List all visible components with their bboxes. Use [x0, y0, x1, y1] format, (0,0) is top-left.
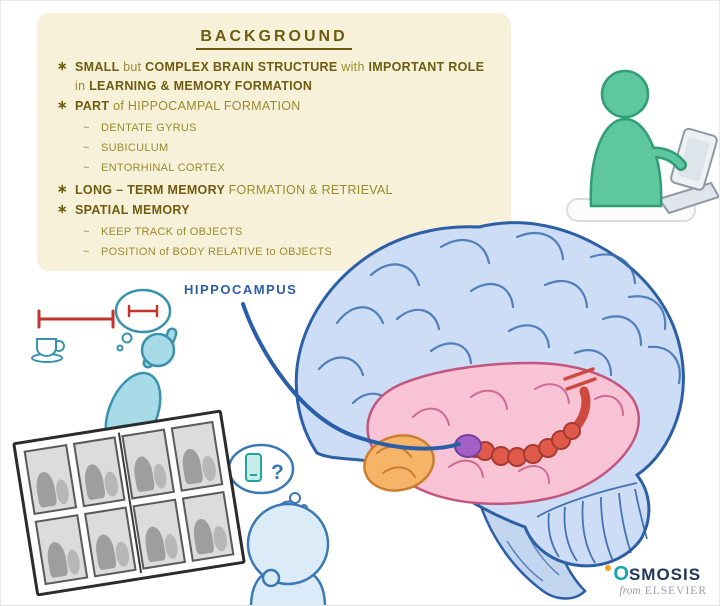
text-segment: KEEP TRACK of OBJECTS — [101, 225, 243, 238]
osmosis-o-icon: O — [613, 563, 629, 585]
photo-thumbnail — [83, 506, 137, 578]
background-items: ∗SMALL but COMPLEX BRAIN STRUCTURE with … — [37, 59, 511, 260]
thought-measure-icon — [127, 304, 159, 318]
text-segment: in — [75, 78, 90, 93]
background-title-wrap: BACKGROUND — [37, 28, 511, 50]
tilde-bullet: ~ — [83, 246, 90, 259]
text-segment: ENTORHINAL CORTEX — [101, 162, 226, 175]
tilde-bullet: ~ — [83, 121, 90, 134]
cup-icon — [31, 338, 65, 363]
green-character-head — [600, 69, 650, 119]
photo-thumbnail — [23, 444, 77, 516]
photo-thumbnail — [72, 436, 126, 508]
text-segment: SPATIAL MEMORY — [75, 203, 190, 218]
text-segment: but — [123, 60, 146, 74]
text-segment: FORMATION & RETRIEVAL — [228, 182, 393, 197]
background-subitem: ~ DENTATE GYRUS — [55, 121, 497, 136]
osmosis-wordmark-text: SMOSIS — [628, 564, 702, 584]
asterisk-bullet: ∗ — [57, 181, 68, 196]
text-segment: PART — [75, 99, 114, 113]
background-item: ∗SMALL but COMPLEX BRAIN STRUCTURE with … — [55, 59, 497, 77]
text-segment: SMALL — [75, 60, 124, 74]
background-item: ∗ SPATIAL MEMORY — [55, 202, 497, 220]
distance-measure-line — [37, 309, 115, 329]
text-segment: LONG – TERM MEMORY — [75, 182, 229, 197]
background-subitem: ~ ENTORHINAL CORTEX — [55, 161, 497, 176]
hippocampus-pointer-line — [241, 302, 461, 451]
background-item: ∗ LONG – TERM MEMORY FORMATION & RETRIEVA… — [55, 182, 497, 200]
text-segment: SUBICULUM — [101, 141, 169, 154]
background-subitem: ~ KEEP TRACK of OBJECTS — [55, 225, 497, 240]
asterisk-bullet: ∗ — [57, 59, 68, 73]
temporal-lobe-region — [366, 361, 640, 506]
text-segment: IMPORTANT ROLE — [368, 60, 485, 74]
tagline-from: from — [619, 585, 641, 597]
text-segment: of — [113, 99, 128, 113]
teal-character-head — [140, 332, 176, 368]
photo-thumbnail — [170, 420, 224, 492]
asterisk-bullet: ∗ — [57, 98, 68, 112]
photo-thumbnail — [121, 428, 175, 500]
background-title: BACKGROUND — [196, 28, 352, 50]
cerebellum-lines — [536, 482, 648, 564]
thinking-character-blue: ? — [227, 443, 330, 605]
spark-icon — [605, 565, 612, 571]
osmosis-wordmark: O SMOSIS — [605, 564, 707, 584]
asterisk-bullet: ∗ — [57, 202, 68, 217]
background-panel: BACKGROUND ∗ SMALL but COMPLEX BRAIN STRU… — [37, 13, 511, 271]
photo-album — [12, 409, 246, 597]
pink-gyri-lines — [412, 383, 624, 484]
background-item: ∗ PART of HIPPOCAMPAL FORMATION — [55, 98, 497, 116]
question-mark: ? — [271, 461, 284, 484]
tilde-bullet: ~ — [83, 162, 90, 175]
text-segment: LEARNING & MEMORY FORMATION — [89, 78, 313, 93]
photo-thumbnail — [181, 490, 235, 562]
green-character-body — [589, 117, 663, 208]
text-segment: with — [341, 60, 369, 74]
text-segment: POSITION of BODY RELATIVE to OBJECTS — [101, 246, 333, 259]
background-subitem: ~ POSITION of BODY RELATIVE to OBJECTS — [55, 245, 497, 260]
background-subitem: ~ SUBICULUM — [55, 141, 497, 156]
tilde-bullet: ~ — [83, 141, 90, 154]
hippocampus-label: HIPPOCAMPUS — [184, 282, 298, 297]
tilde-bullet: ~ — [83, 225, 90, 238]
brain-illustration — [294, 221, 685, 600]
text-segment: DENTATE GYRUS — [101, 121, 197, 134]
blue-character-head — [246, 502, 330, 586]
photo-thumbnail — [132, 498, 186, 570]
blue-character-hand — [261, 568, 281, 588]
gyri-lines — [317, 232, 681, 413]
phone-icon — [245, 453, 262, 482]
tagline-brand: ELSEVIER — [644, 585, 707, 597]
green-character-at-laptop — [566, 69, 719, 222]
text-segment: HIPPOCAMPAL FORMATION — [127, 99, 301, 113]
text-segment: COMPLEX BRAIN STRUCTURE — [145, 60, 342, 74]
photo-thumbnail — [34, 514, 88, 586]
background-item: in LEARNING & MEMORY FORMATION — [55, 78, 497, 96]
